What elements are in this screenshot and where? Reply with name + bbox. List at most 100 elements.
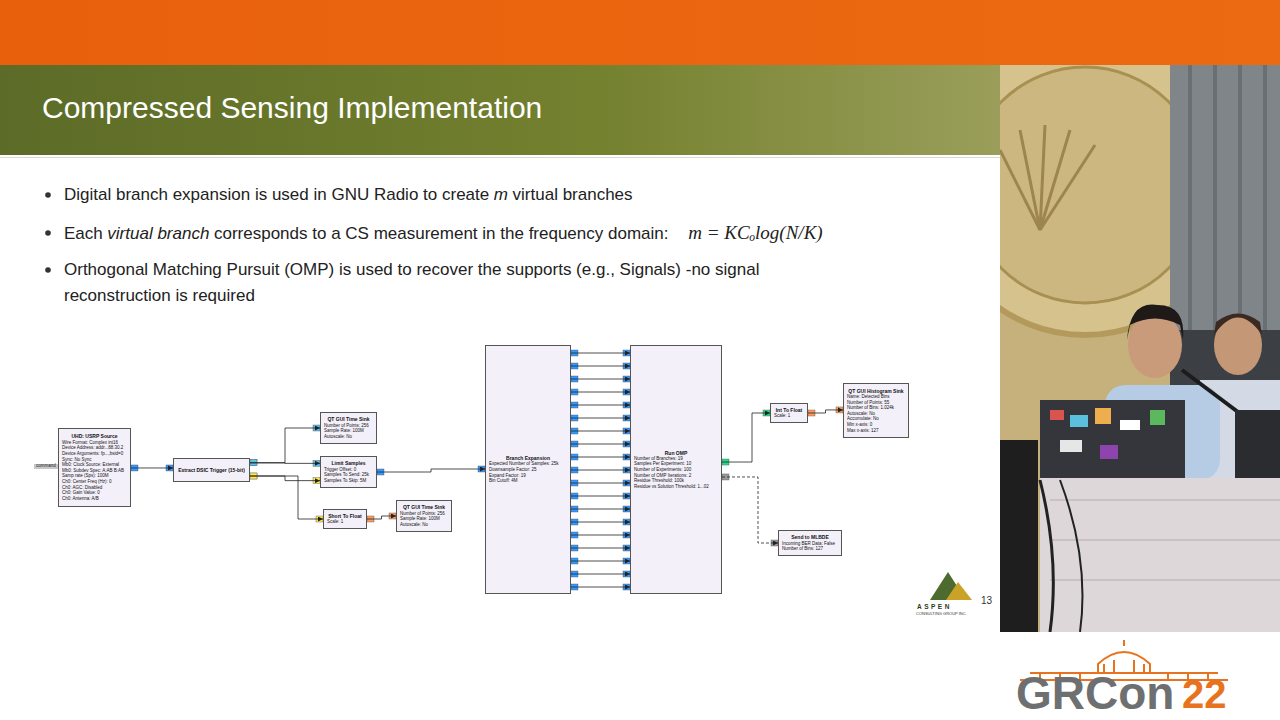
podium-cloth xyxy=(1040,478,1280,632)
connection-wire xyxy=(571,587,630,588)
connection-wire xyxy=(131,467,173,468)
block-parameter: Ch0: Center Freq (Hz): 0 xyxy=(62,479,112,485)
bullet-text: m xyxy=(494,185,508,204)
curtain-folds xyxy=(1190,65,1265,365)
block-parameter: Sample Rate: 100M xyxy=(324,428,364,434)
connection-wire xyxy=(808,410,843,413)
block-parameter: Device Arguments: fp...,bsid=0 xyxy=(62,451,123,457)
flowgraph-block: QT GUI Time SinkNumber of Points: 256Sam… xyxy=(320,412,377,444)
connection-wire xyxy=(571,379,630,380)
connection-wire xyxy=(722,477,778,543)
connection-wire xyxy=(250,428,320,463)
cable xyxy=(1060,480,1083,632)
connection-wire xyxy=(571,431,630,432)
block-parameter: Accumulate: No xyxy=(847,416,879,422)
stand xyxy=(1000,440,1038,632)
block-parameter: Number of Points: 256 xyxy=(400,511,445,517)
block-parameter: Mb0: Clock Source: External xyxy=(62,462,119,468)
title-bar xyxy=(0,65,1000,155)
block-parameter: Scale: 1 xyxy=(774,413,790,419)
connection-wire xyxy=(571,535,630,536)
flowgraph-block: Send to MLBDEIncoming BER Data: FalseNum… xyxy=(778,530,842,556)
block-parameter: Number of Bins: 1.024k xyxy=(847,405,894,411)
block-parameter: Samples To Send: 25k xyxy=(324,472,369,478)
connection-wire xyxy=(571,353,630,354)
block-title: QT GUI Time Sink xyxy=(327,416,369,422)
aspen-logo xyxy=(930,572,972,600)
connection-wire xyxy=(367,516,396,519)
bullet-line: Orthogonal Matching Pursuit (OMP) is use… xyxy=(64,257,834,309)
block-parameter: Samples Per Experiment: 10 xyxy=(634,461,691,467)
flowgraph-block: QT GUI Time SinkNumber of Points: 256Sam… xyxy=(396,500,452,532)
block-title: Short To Float xyxy=(328,513,362,519)
flowgraph-block: Extract DSIC Trigger (15-bit) xyxy=(173,458,250,482)
block-parameter: Wire Format: Complex int16 xyxy=(62,440,118,446)
block-parameter: Samples To Skip: 5M xyxy=(324,478,366,484)
laptop xyxy=(1040,400,1185,482)
flowgraph-block: Limit SamplesTrigger Offset: 0Samples To… xyxy=(320,456,377,488)
block-parameter: Mb0: Subdev Spec: A:AB B:AB xyxy=(62,468,124,474)
block-parameter: Autoscale: No xyxy=(400,522,428,528)
speaker-photo xyxy=(1000,65,1280,632)
block-title: Branch Expansion xyxy=(506,455,550,461)
flowgraph-block: UHD: USRP SourceWire Format: Complex int… xyxy=(58,428,131,507)
connection-wire xyxy=(571,392,630,393)
port-label: command xyxy=(34,464,58,469)
block-parameter: Residue Threshold: 100k xyxy=(634,478,684,484)
block-title: UHD: USRP Source xyxy=(71,433,117,439)
block-parameter: Max x-axis: 127 xyxy=(847,428,879,434)
bullet-dot xyxy=(45,230,51,236)
bullet-text: virtual branches xyxy=(513,185,633,204)
block-title: QT GUI Time Sink xyxy=(403,504,445,510)
title-rule xyxy=(0,157,1000,158)
block-parameter: Number of Points: 55 xyxy=(847,400,889,406)
formula: m = KCₒlog(N/K) xyxy=(688,222,822,243)
block-parameter: Number of Bins: 127 xyxy=(782,546,823,552)
connection-wire xyxy=(571,509,630,510)
block-title: Int To Float xyxy=(776,407,803,413)
conference-logo: GRCon xyxy=(1016,668,1174,719)
bullet-line: Eachvirtual branchcorresponds to a CS me… xyxy=(64,220,828,247)
connection-wire xyxy=(571,496,630,497)
bullet-dot xyxy=(45,192,51,198)
block-parameter: Expand Factor: 19 xyxy=(489,473,526,479)
bullet-text: Each xyxy=(64,224,103,243)
block-parameter: Scale: 1 xyxy=(327,519,343,525)
block-parameter: Sample Rate: 100M xyxy=(400,516,440,522)
connection-wire xyxy=(571,522,630,523)
block-parameter: Expected Number of Samples: 25k xyxy=(489,461,559,467)
block-parameter: Incoming BER Data: False xyxy=(782,541,835,547)
connection-wire xyxy=(571,457,630,458)
block-title: Extract DSIC Trigger (15-bit) xyxy=(178,467,245,473)
connection-wire xyxy=(571,418,630,419)
flowgraph-block: Branch ExpansionExpected Number of Sampl… xyxy=(485,345,571,594)
block-parameter: Number of Branches: 19 xyxy=(634,456,683,462)
slide-number: 13 xyxy=(981,595,992,606)
laptop-sticker xyxy=(1150,410,1165,425)
curtain xyxy=(1170,65,1280,365)
block-parameter: Number of Points: 256 xyxy=(324,423,369,429)
block-parameter: Autoscale: No xyxy=(324,434,352,440)
microphone xyxy=(1182,370,1238,412)
bullet-line: Digital branch expansion is used in GNU … xyxy=(64,182,637,208)
connection-wire xyxy=(377,469,485,472)
laptop-sticker xyxy=(1120,420,1140,430)
block-parameter: Name: Detected Bins xyxy=(847,394,890,400)
block-parameter: Trigger Offset: 0 xyxy=(324,467,356,473)
bullet-text: Digital branch expansion is used in GNU … xyxy=(64,185,489,204)
connection-wire xyxy=(250,476,320,481)
cable xyxy=(1040,480,1053,632)
block-parameter: Bin Cutoff: 4M xyxy=(489,478,517,484)
laptop-sticker xyxy=(1060,440,1082,452)
logo-text: CONSULTING GROUP INC xyxy=(916,612,966,616)
connection-wire xyxy=(571,444,630,445)
block-parameter: Residue vs Solution Threshold: 1...02 xyxy=(634,484,709,490)
bullet-text: virtual branch xyxy=(107,224,209,243)
block-parameter: Device Address: addr...88.30.2 xyxy=(62,445,123,451)
connection-wire xyxy=(571,470,630,471)
bullet-text: Orthogonal Matching Pursuit (OMP) is use… xyxy=(64,260,759,305)
block-parameter: Number of Experiments: 100 xyxy=(634,467,691,473)
emblem-rays xyxy=(1000,125,1095,230)
flowgraph-block: Short To FloatScale: 1 xyxy=(323,509,367,529)
